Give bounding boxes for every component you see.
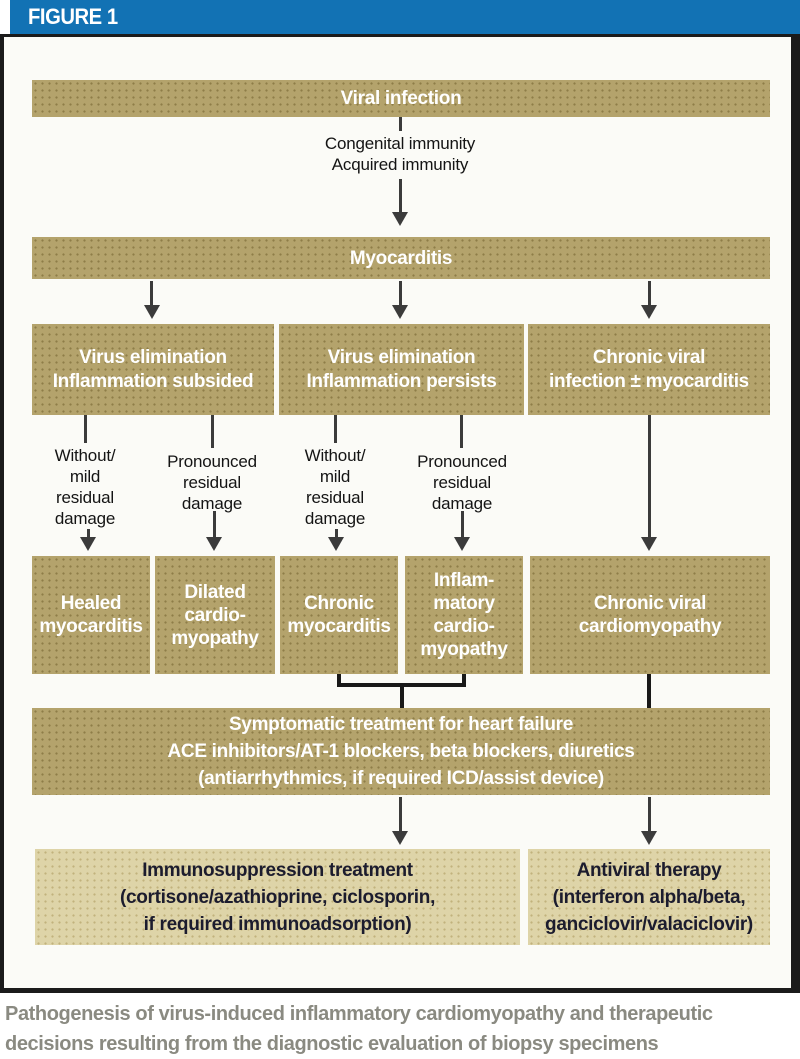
arrow-down-icon (454, 537, 470, 551)
arrow-down-shaft (461, 511, 464, 539)
arrow-down-icon (392, 305, 408, 319)
node-chronic-viral-cardiomyopathy: Chronic viral cardiomyopathy (530, 556, 770, 674)
arrow-down-icon (80, 537, 96, 551)
node-chronic-viral-infection: Chronic viral infection ± myocarditis (528, 324, 770, 415)
arrow-down-shaft (150, 281, 153, 307)
connector-line (337, 674, 341, 687)
node-symptomatic-treatment: Symptomatic treatment for heart failure … (32, 708, 770, 795)
connector-line (334, 415, 337, 443)
node-inflammatory-cardiomyopathy: Inflam- matory cardio- myopathy (405, 556, 523, 674)
arrow-down-shaft (648, 415, 651, 539)
arrow-down-shaft (648, 281, 651, 307)
arrow-down-shaft (399, 797, 402, 833)
figure-caption: Pathogenesis of virus-induced inflammato… (5, 1003, 713, 1055)
connector-line (460, 415, 463, 448)
connector-line (399, 117, 402, 131)
node-viral-infection: Viral infection (32, 80, 770, 117)
arrow-down-shaft (648, 797, 651, 833)
node-antiviral-therapy: Antiviral therapy (interferon alpha/beta… (528, 849, 770, 945)
node-virus-elimination-persists: Virus elimination Inflammation persists (279, 324, 524, 415)
arrow-down-icon (392, 212, 408, 226)
branch-label-pronounced-1: Pronounced residual damage (167, 452, 257, 513)
connector-line (400, 683, 404, 708)
branch-label-pronounced-2: Pronounced residual damage (417, 452, 507, 513)
branch-label-without-mild-1: Without/ mild residual damage (54, 446, 116, 528)
arrow-down-shaft (213, 511, 216, 539)
arrow-down-icon (206, 537, 222, 551)
arrow-down-icon (392, 831, 408, 845)
node-dilated-cardiomyopathy: Dilated cardio- myopathy (155, 556, 275, 674)
arrow-down-shaft (399, 179, 402, 213)
arrow-down-icon (641, 537, 657, 551)
node-chronic-myocarditis: Chronic myocarditis (280, 556, 398, 674)
figure-label: FIGURE 1 (28, 4, 118, 29)
arrow-down-shaft (399, 281, 402, 307)
connector-line (84, 415, 87, 443)
node-immunosuppression-treatment: Immunosuppression treatment (cortisone/a… (35, 849, 520, 945)
branch-label-without-mild-2: Without/ mild residual damage (304, 446, 366, 528)
arrow-down-shaft (335, 529, 338, 539)
arrow-down-icon (641, 831, 657, 845)
connector-line (647, 674, 651, 708)
arrow-down-shaft (87, 529, 90, 539)
figure-title-bar: FIGURE 1 (10, 0, 800, 34)
arrow-down-icon (328, 537, 344, 551)
node-healed-myocarditis: Healed myocarditis (32, 556, 150, 674)
connector-line (462, 674, 466, 687)
node-virus-elimination-subsided: Virus elimination Inflammation subsided (32, 324, 274, 415)
node-myocarditis: Myocarditis (32, 237, 770, 279)
immunity-note: Congenital immunity Acquired immunity (324, 134, 476, 174)
arrow-down-icon (641, 305, 657, 319)
connector-line (211, 415, 214, 448)
arrow-down-icon (144, 305, 160, 319)
